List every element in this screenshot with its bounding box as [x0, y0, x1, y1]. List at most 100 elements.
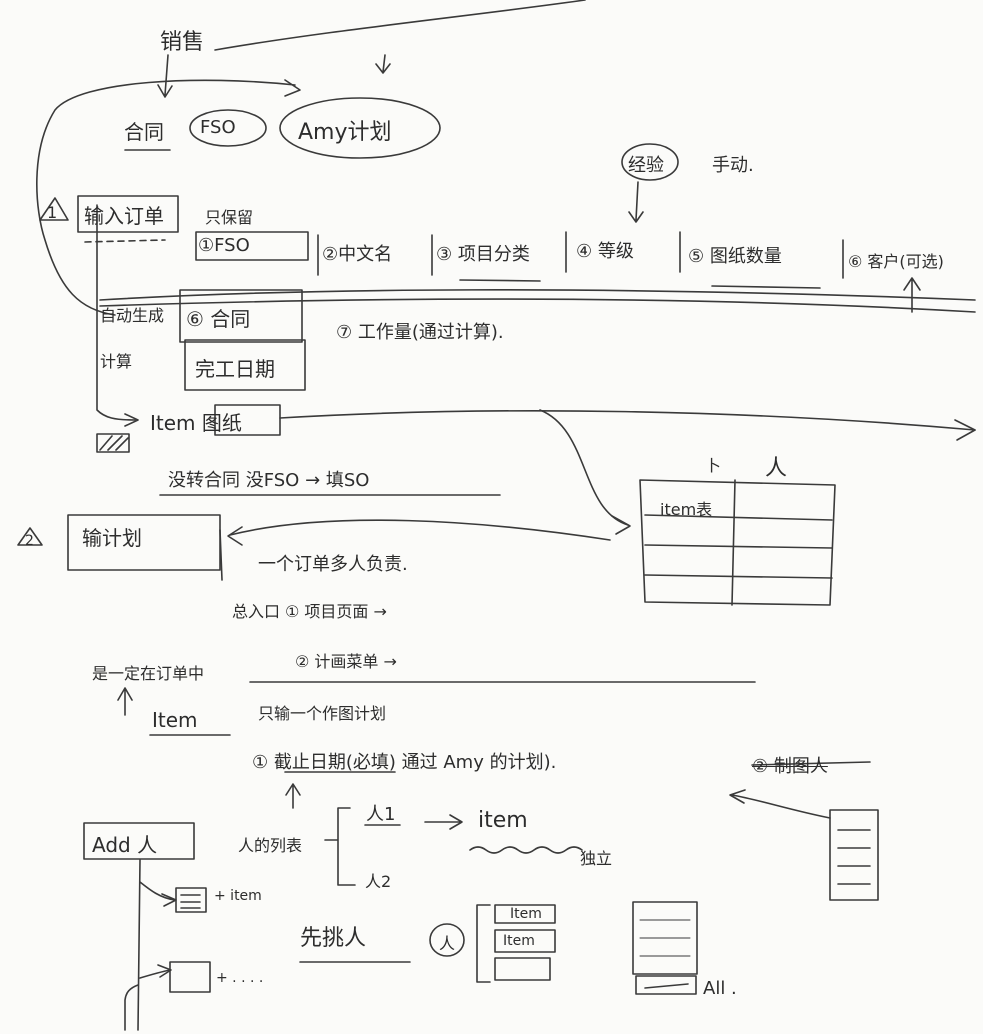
side-table: [639, 479, 836, 606]
add-left-vert: [137, 859, 141, 1031]
all-doc: [632, 901, 698, 975]
person-1: 人1: [366, 804, 396, 825]
item-box-3: [494, 957, 551, 981]
item-drawing-label: Item 图纸: [150, 411, 242, 435]
add-person-box: [83, 822, 195, 860]
list-arrow: [731, 794, 831, 819]
plan-title: 输计划: [82, 526, 142, 550]
item-bracket: [476, 904, 491, 983]
left-loop: [36, 79, 296, 316]
arrow-table-to-plan: [229, 519, 611, 541]
curve-to-table: [539, 409, 629, 526]
manual-label: 手动.: [712, 155, 754, 176]
plus-item-label: + item: [214, 888, 262, 904]
branch-2: [139, 969, 171, 979]
table-cell-item: item表: [660, 500, 713, 519]
section-1-marker: 1: [47, 203, 58, 222]
one-order-many-people: 一个订单多人负责.: [258, 554, 408, 575]
completion-date-label: 完工日期: [195, 357, 275, 381]
person-2: 人2: [365, 872, 392, 891]
table-col2-header: 人: [765, 456, 788, 481]
all-button: [635, 975, 697, 995]
calc-label: 计算: [100, 352, 133, 371]
arrow-p1-item: [424, 814, 463, 830]
top-sweep-line: [214, 0, 586, 51]
pick-person-first-label: 先挑人: [300, 926, 367, 951]
hatched-box: [96, 433, 130, 453]
arrow-sales-down: [157, 54, 173, 98]
independent-label: 独立: [580, 849, 613, 868]
amy-oval: [279, 97, 441, 159]
empty-item-box: [169, 961, 211, 993]
must-in-order-label: 是一定在订单中: [92, 664, 205, 683]
plus-dots-label: + . . . .: [216, 970, 264, 986]
triangle-1: [39, 197, 69, 221]
long-arrow-right: [279, 410, 976, 431]
left-vertical: [96, 204, 136, 421]
item-drawing-box: [214, 404, 281, 436]
field-drawing-count: ⑤ 图纸数量: [688, 246, 782, 267]
experience-oval: [621, 143, 679, 181]
up-arrow-right: [903, 277, 921, 313]
completion-date-box: [184, 339, 306, 391]
input-order-box: [77, 195, 179, 233]
contract-field-box: [179, 289, 303, 343]
arrow-amy-down: [375, 54, 391, 74]
field-level: ④ 等级: [576, 241, 634, 262]
item-wave: [469, 846, 583, 854]
experience-label: 经验: [628, 155, 664, 176]
item-word: item: [478, 808, 528, 833]
only-one-plan-label: 只输一个作图计划: [258, 704, 387, 723]
deadline-arrow-up: [285, 783, 301, 809]
person-circle: [429, 923, 465, 957]
person-bracket: [324, 807, 356, 886]
item-box-1: [494, 904, 556, 924]
person-circle-label: 人: [439, 934, 456, 953]
item-box-1-label: Item: [510, 906, 542, 922]
deadline-label: ① 截止日期(必填) 通过 Amy 的计划).: [252, 752, 557, 773]
arrow-loop-amy: [284, 79, 301, 97]
entry-project-page: ① 项目页面 →: [285, 602, 387, 621]
field5-underline: [711, 285, 821, 289]
bottom-left-curve: [124, 984, 139, 1031]
long-rule-1: [99, 289, 976, 301]
amy-plan-label: Amy计划: [298, 120, 392, 145]
item-box-2-label: Item: [503, 933, 535, 949]
field-chinese-name: ②中文名: [322, 244, 393, 265]
sales-label: 销售: [160, 30, 205, 55]
fso-field-box: [195, 231, 309, 261]
long-rule-2: [99, 298, 976, 313]
doc-list-icon: [829, 809, 879, 901]
entry-plan-menu: ② 计画菜单 →: [295, 652, 397, 671]
section-2-marker: 2: [25, 533, 34, 549]
all-label: All .: [703, 978, 737, 999]
drawer-strike: [751, 761, 871, 766]
field3-underline: [459, 279, 541, 282]
drawer-label: ② 制图人: [752, 756, 828, 777]
add-person-button[interactable]: Add 人: [92, 833, 158, 857]
item-box-2: [494, 929, 556, 953]
arrow-item: [124, 413, 139, 427]
branch-1: [139, 881, 176, 901]
contract-label: 合同: [124, 120, 164, 144]
arrow-experience-down: [628, 181, 644, 223]
input-order-title: 输入订单: [84, 204, 164, 228]
field-workload: ⑦ 工作量(通过计算).: [336, 322, 504, 343]
fso-label: FSO: [200, 117, 236, 138]
up-arrow-item: [117, 687, 133, 716]
no-contract-note: 没转合同 没FSO → 填SO: [168, 470, 370, 491]
entry-label: 总入口: [232, 602, 281, 621]
field-fso: ①FSO: [198, 235, 250, 256]
list-item-icon: [175, 887, 207, 913]
person-list-label: 人的列表: [238, 836, 303, 855]
input-order-dots: [84, 239, 166, 243]
only-keep-label: 只保留: [205, 208, 254, 227]
field-contract: ⑥ 合同: [186, 307, 251, 331]
item-label: Item: [152, 708, 198, 732]
triangle-2: [17, 527, 43, 546]
fso-oval: [189, 109, 267, 147]
table-col1-header: 卜: [705, 456, 722, 475]
auto-gen-label: 自动生成: [100, 306, 165, 325]
field-customer: ⑥ 客户(可选): [848, 252, 944, 271]
